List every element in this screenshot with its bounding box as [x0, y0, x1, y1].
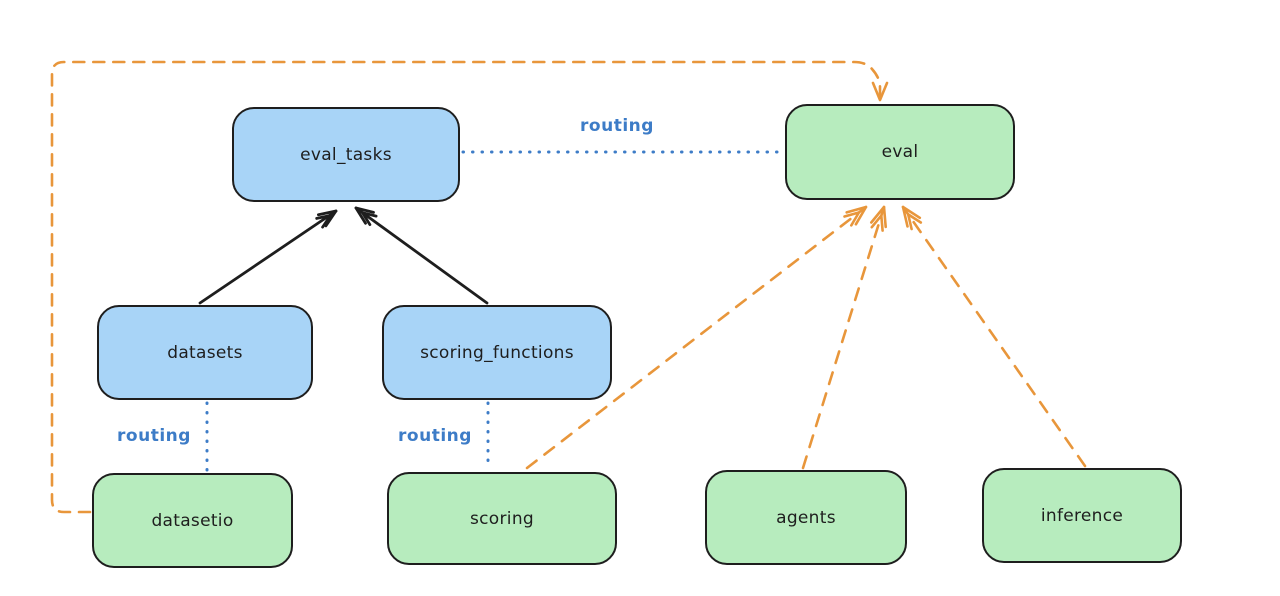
node-datasetio: datasetio: [92, 473, 293, 568]
edge-label-routing-top: routing: [580, 116, 654, 136]
edge-label-routing-center: routing: [398, 426, 472, 446]
node-eval-label: eval: [881, 142, 919, 162]
node-eval_tasks-label: eval_tasks: [300, 144, 392, 165]
node-inference: inference: [982, 468, 1182, 563]
node-agents-label: agents: [776, 507, 836, 528]
node-eval: eval: [785, 104, 1015, 200]
edge-scoring_functions-to-eval_tasks: [354, 206, 489, 305]
edge-label-routing-left: routing: [117, 426, 191, 446]
node-eval_tasks: eval_tasks: [232, 107, 460, 202]
node-scoring: scoring: [387, 472, 617, 565]
node-datasets: datasets: [97, 305, 313, 400]
edge-datasetio-to-eval: [50, 60, 889, 514]
edge-scoring-to-eval: [525, 205, 868, 470]
node-datasetio-label: datasetio: [151, 510, 234, 531]
node-datasets-label: datasets: [167, 342, 243, 363]
node-inference-label: inference: [1040, 505, 1124, 526]
node-agents: agents: [705, 470, 907, 565]
edge-inference-to-eval: [901, 205, 1087, 468]
edge-agents-to-eval: [801, 205, 887, 470]
node-scoring-label: scoring: [470, 508, 534, 529]
edge-datasets-to-eval_tasks: [198, 209, 338, 305]
node-scoring_functions-label: scoring_functions: [420, 342, 574, 363]
node-scoring_functions: scoring_functions: [382, 305, 612, 400]
